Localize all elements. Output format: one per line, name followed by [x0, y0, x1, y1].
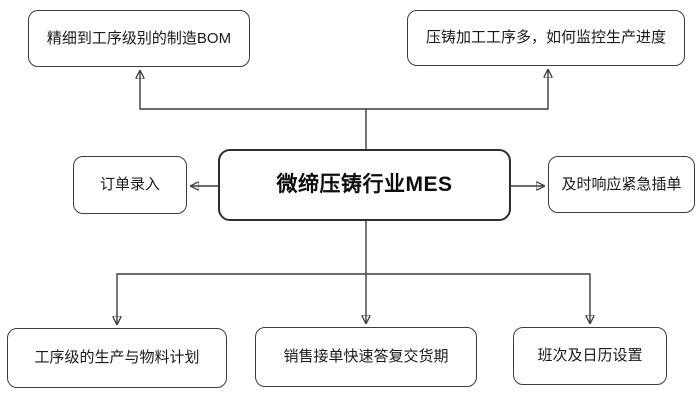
node-urgent-order-response-label: 及时响应紧急插单 — [561, 175, 682, 193]
node-center-mes: 微缔压铸行业MES — [218, 149, 511, 221]
node-delivery-date-reply: 销售接单快速答复交货期 — [255, 327, 477, 387]
node-delivery-date-reply-label: 销售接单快速答复交货期 — [283, 348, 449, 365]
node-monitor-production-progress-label: 压铸加工工序多，如何监控生产进度 — [425, 29, 666, 46]
connector-center-to-top-right — [366, 70, 548, 110]
node-order-entry-label: 订单录入 — [99, 176, 160, 193]
node-shift-calendar-setup: 班次及日历设置 — [513, 327, 667, 385]
connector-center-to-top-left — [140, 71, 367, 149]
node-manufacturing-bom: 精细到工序级别的制造BOM — [28, 10, 250, 67]
node-monitor-production-progress: 压铸加工工序多，如何监控生产进度 — [407, 10, 685, 66]
node-order-entry: 订单录入 — [73, 156, 187, 214]
node-production-material-plan-label: 工序级的生产与物料计划 — [34, 349, 200, 366]
node-production-material-plan: 工序级的生产与物料计划 — [7, 328, 227, 388]
connector-center-to-bottom-left — [117, 273, 366, 324]
node-manufacturing-bom-label: 精细到工序级别的制造BOM — [46, 29, 232, 47]
node-center-mes-label: 微缔压铸行业MES — [276, 173, 453, 197]
node-urgent-order-response: 及时响应紧急插单 — [548, 156, 695, 213]
node-shift-calendar-setup-label: 班次及日历设置 — [537, 347, 643, 364]
connector-center-to-bottom-right — [366, 273, 590, 323]
